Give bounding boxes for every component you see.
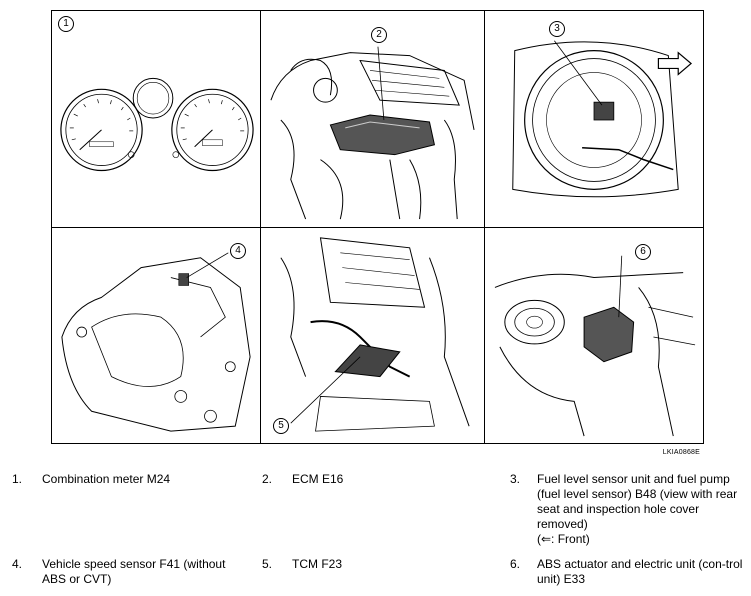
combination-meter-illustration	[60, 77, 254, 172]
legend-number: 1.	[12, 472, 23, 486]
panel-tcm: 5	[260, 227, 485, 444]
legend-text: Fuel level sensor unit and fuel pump (fu…	[537, 472, 745, 547]
figure-code: LKIA0868E	[662, 449, 700, 456]
legend-number: 3.	[510, 472, 521, 486]
legend-description: Fuel level sensor unit and fuel pump (fu…	[537, 472, 738, 531]
front-direction-note: (⇐: Front)	[537, 532, 590, 546]
vehicle-speed-sensor-illustration	[61, 252, 251, 432]
legend-text: Vehicle speed sensor F41 (without ABS or…	[42, 557, 226, 586]
callout-3: 3	[549, 21, 565, 37]
legend-number: 5.	[262, 557, 273, 571]
front-arrow-icon	[657, 51, 693, 76]
panel-abs-actuator: 6	[484, 227, 704, 444]
fuel-level-sensor-illustration	[512, 40, 693, 198]
legend: 1. Combination meter M24 2. ECM E16 3. F…	[0, 462, 751, 592]
callout-5: 5	[273, 418, 289, 434]
callout-2: 2	[371, 27, 387, 43]
panel-vehicle-speed-sensor: 4	[51, 227, 261, 444]
callout-6: 6	[635, 244, 651, 260]
legend-text: Combination meter M24	[42, 472, 171, 486]
abs-actuator-illustration	[494, 255, 696, 437]
ecm-illustration	[270, 46, 475, 220]
legend-text: TCM F23	[292, 557, 343, 571]
legend-text: ABS actuator and electric unit (con-trol…	[537, 557, 743, 586]
legend-number: 4.	[12, 557, 23, 571]
legend-number: 2.	[262, 472, 273, 486]
callout-1: 1	[58, 16, 74, 32]
panel-ecm: 2	[260, 10, 485, 228]
panel-fuel-level-sensor: 3	[484, 10, 704, 228]
panel-combination-meter: 1	[51, 10, 261, 228]
callout-4: 4	[230, 243, 246, 259]
legend-number: 6.	[510, 557, 521, 571]
tcm-illustration	[280, 237, 470, 432]
legend-text: ECM E16	[292, 472, 344, 486]
component-location-figure: 1 2 3	[51, 10, 704, 456]
